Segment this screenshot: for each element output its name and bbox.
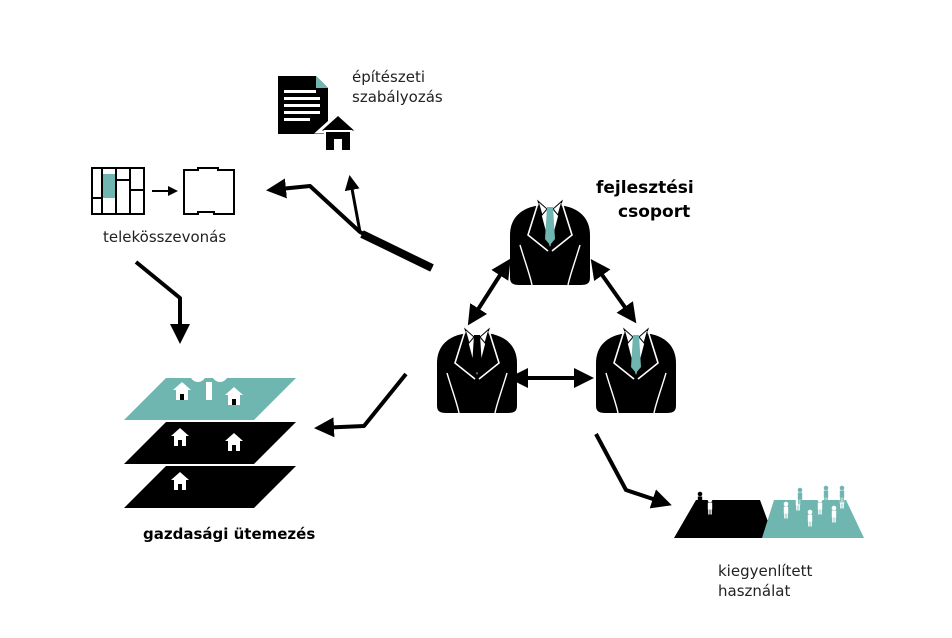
document-house-icon [278, 76, 362, 152]
businessman-icon-left [436, 328, 518, 414]
dev-group-label-line1: fejlesztési [596, 178, 694, 198]
architecture-label-line2: szabályozás [352, 88, 443, 106]
businessman-icon-right [595, 328, 677, 414]
businessman-icon-top [509, 200, 591, 286]
layered-plots-icon [124, 354, 296, 508]
flow-lines [134, 175, 672, 509]
group-arrows [467, 258, 637, 388]
dev-group-label-line2: csoport [618, 202, 691, 222]
consolidation-label: telekösszevonás [103, 228, 227, 246]
balanced-label-line2: használat [718, 582, 791, 600]
scheduling-label: gazdasági ütemezés [143, 525, 316, 543]
balanced-use-icon [674, 485, 864, 538]
balanced-label-line1: kiegyenlített [718, 562, 813, 580]
architecture-label-line1: építészeti [352, 68, 425, 86]
parcel-merge-icon [91, 167, 235, 215]
